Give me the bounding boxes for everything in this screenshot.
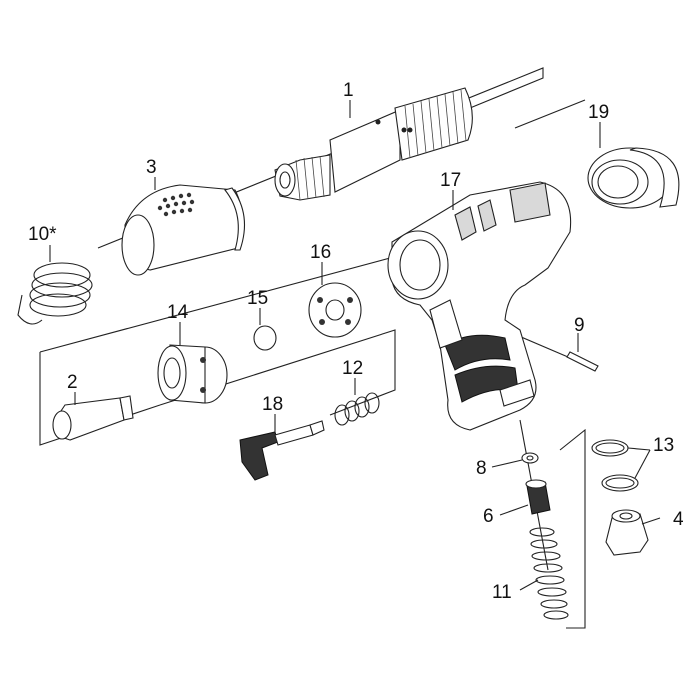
cylinder-part (157, 344, 228, 404)
rear-cap-part (587, 147, 680, 209)
callout-label-p12: 12 (342, 358, 363, 379)
callout-label-p6: 6 (483, 506, 494, 527)
callout-label-p19: 19 (588, 102, 609, 123)
callout-label-p10: 10* (28, 224, 57, 245)
callout-label-p14: 14 (167, 302, 189, 323)
callout-label-p11: 11 (492, 582, 512, 603)
callout-label-p9: 9 (574, 315, 585, 336)
trigger-part (239, 420, 325, 481)
o-ring-part (253, 325, 277, 351)
long-spring-part (529, 527, 569, 620)
piston-part (52, 395, 134, 441)
small-spring-part (334, 392, 380, 426)
callout-label-p16: 16 (310, 242, 331, 263)
retainer-spring-part (17, 262, 93, 325)
o-ring-pair-part (591, 439, 639, 492)
leader-lines (49, 100, 661, 591)
washer-part (521, 452, 539, 464)
housing-part (387, 181, 572, 431)
callout-label-p18: 18 (262, 394, 283, 415)
valve-plate-part (308, 282, 362, 338)
callout-label-p17: 17 (440, 170, 461, 191)
inlet-fitting-part (605, 509, 649, 556)
callout-label-p15: 15 (247, 288, 268, 309)
callout-label-p3: 3 (146, 157, 157, 178)
callout-label-p4: 4 (673, 509, 684, 530)
callout-label-p8: 8 (476, 458, 487, 479)
callout-labels: 1 3 10* 2 14 15 16 12 18 17 19 9 8 6 11 … (28, 80, 684, 603)
valve-part (525, 479, 551, 515)
nozzle-sleeve-part (121, 184, 245, 276)
pin-part (566, 351, 599, 372)
callout-label-p13: 13 (653, 435, 674, 456)
barrel-part (274, 87, 473, 201)
callout-label-p1: 1 (343, 80, 354, 101)
callout-label-p2: 2 (67, 372, 78, 393)
